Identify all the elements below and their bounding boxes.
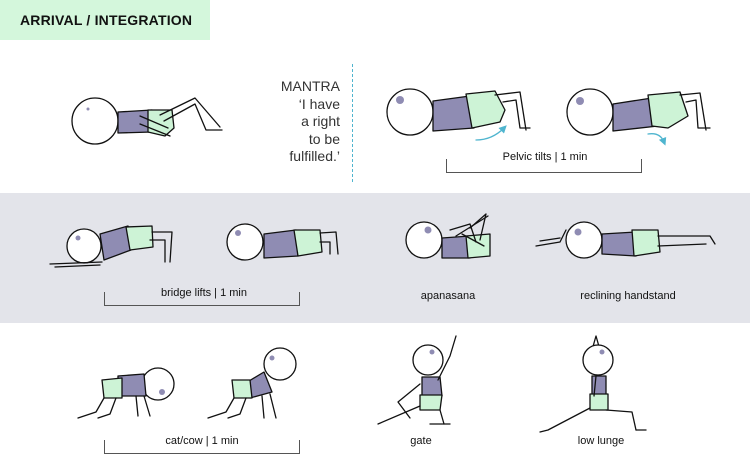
mantra-line: MANTRA xyxy=(280,78,340,94)
section-header: ARRIVAL / INTEGRATION xyxy=(0,0,210,40)
apanasana-figure xyxy=(405,213,491,259)
cat-pose-figure xyxy=(77,367,175,419)
middle-band xyxy=(0,193,750,323)
section-title: ARRIVAL / INTEGRATION xyxy=(20,12,193,28)
mantra-line: ‘I have xyxy=(298,95,340,112)
apanasana-label: apanasana xyxy=(420,290,476,302)
cat-cow-bracket xyxy=(104,440,300,454)
pelvic-tilts-label: Pelvic tilts | 1 min xyxy=(502,151,588,163)
mantra-line: a right xyxy=(301,113,340,129)
mantra-line: to be xyxy=(308,130,340,147)
low-lunge-label: low lunge xyxy=(577,435,625,447)
reclining-handstand-figure xyxy=(535,221,716,259)
pelvic-tilts-bracket xyxy=(446,159,642,173)
gate-pose-figure xyxy=(377,335,457,425)
reclining-handstand-label: reclining handstand xyxy=(580,290,676,302)
dashed-divider xyxy=(352,64,353,182)
bridge-lift-figure-a xyxy=(49,225,173,268)
cow-pose-figure xyxy=(207,347,297,419)
lying-knees-up-figure xyxy=(71,97,223,145)
pelvic-tilt-figure-b xyxy=(566,88,711,146)
gate-label: gate xyxy=(410,435,432,447)
bridge-lift-figure-b xyxy=(226,223,339,261)
mantra-line: fulfilled.’ xyxy=(289,148,340,164)
cat-cow-label: cat/cow | 1 min xyxy=(165,435,239,447)
bridge-lifts-label: bridge lifts | 1 min xyxy=(160,287,248,299)
pelvic-tilt-figure-a xyxy=(386,88,531,141)
low-lunge-figure xyxy=(539,335,647,433)
mantra-text: MANTRA ‘I have a right to be fulfilled.’ xyxy=(250,78,340,166)
bridge-lifts-bracket xyxy=(104,292,300,306)
